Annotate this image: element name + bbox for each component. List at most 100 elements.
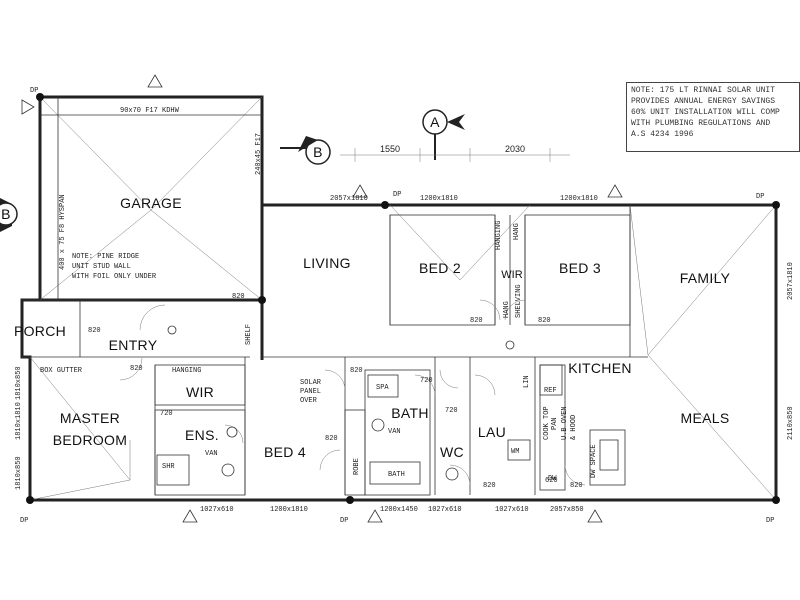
small-annotations: NOTE: PINE RIDGE UNIT STUD WALL WITH FOI…: [20, 87, 774, 525]
room-entry: ENTRY: [109, 337, 158, 353]
garage-note: UNIT STUD WALL: [72, 263, 131, 271]
shelving-label: SHELVING: [515, 284, 523, 318]
section-marker-a: A: [422, 109, 465, 160]
room-ensuite: ENS.: [185, 427, 219, 443]
downpipe-label: DP: [340, 517, 348, 525]
room-master-line2: BEDROOM: [53, 432, 127, 448]
washing-machine-label: WM: [511, 448, 519, 456]
window-markers: [21, 74, 623, 523]
door-size-label: 720: [420, 377, 433, 385]
downpipe: [381, 201, 389, 209]
linen-label: LIN: [523, 375, 531, 388]
note-line: WITH PLUMBING REGULATIONS AND: [631, 119, 771, 128]
hanging-vertical-label: HANGING: [495, 221, 503, 250]
downpipe: [258, 296, 266, 304]
hood-label: & HOOD: [570, 415, 578, 440]
door-size-label: 720: [160, 410, 173, 418]
room-family: FAMILY: [680, 270, 731, 286]
door-swings: [119, 299, 586, 486]
house-roof-lines: [29, 204, 777, 501]
window-label: 1810x850: [15, 456, 23, 490]
door-size-label: 820: [483, 482, 496, 490]
room-bed-2: BED 2: [419, 260, 461, 276]
garage-door-label: 240x45 F17: [255, 133, 263, 175]
solar-label: OVER: [300, 397, 318, 405]
room-bath: BATH: [391, 405, 429, 421]
downpipe: [772, 201, 780, 209]
window-label: 1027x610: [495, 506, 529, 514]
dimension-line: 1550 2030: [340, 144, 570, 162]
vanity-label: VAN: [205, 450, 218, 458]
room-living: LIVING: [303, 255, 351, 271]
dishwasher-label: DW: [548, 475, 557, 483]
hanging-label: HANGING: [172, 367, 201, 375]
spa-label: SPA: [376, 384, 389, 392]
downpipe: [772, 496, 780, 504]
vanity-label: VAN: [388, 428, 401, 436]
house-walls: [20, 203, 778, 502]
shower: [156, 454, 190, 486]
window-size-labels: 2057x1810 1200x1810 1200x1810 1027x610 1…: [15, 107, 795, 514]
garage-roof-lines: [39, 96, 263, 301]
window-label: 2057x1810: [330, 195, 368, 203]
cooktop-label: COOK TOP: [543, 406, 551, 440]
washing-machine: [507, 439, 531, 461]
fridge-label: REF: [544, 387, 557, 395]
note-line: NOTE: 175 LT RINNAI SOLAR UNIT: [631, 86, 776, 95]
spa: [367, 374, 399, 398]
window-label: 2110x850: [787, 406, 795, 440]
garage-beam-label: 400 x 75 F8 HYSPAN: [59, 194, 67, 270]
interior-walls: [22, 205, 648, 496]
garage-note: WITH FOIL ONLY UNDER: [72, 273, 157, 281]
dishwasher-space-label: DW SPACE: [590, 444, 598, 478]
room-master-line1: MASTER: [60, 410, 120, 426]
bathtub-label: BATH: [388, 471, 405, 479]
note-line: PROVIDES ANNUAL ENERGY SAVINGS: [631, 97, 776, 106]
window-label: 2057x850: [550, 506, 584, 514]
downpipe-label: DP: [393, 191, 401, 199]
window-label: 1810x1810: [15, 402, 23, 440]
box-gutter-label: BOX GUTTER: [40, 367, 83, 375]
downpipe-label: DP: [756, 193, 764, 201]
note-line: 60% UNIT INSTALLATION WILL COMP: [631, 108, 780, 117]
outer-walls: [20, 95, 778, 502]
section-label-b-left: B: [1, 206, 11, 222]
room-bed-4: BED 4: [264, 444, 306, 460]
window-label: 1200x1810: [270, 506, 308, 514]
window-label: 1027x610: [200, 506, 234, 514]
garage-note: NOTE: PINE RIDGE: [72, 253, 139, 261]
door-size-label: 620: [545, 477, 558, 485]
room-wc: WC: [440, 444, 464, 460]
downpipe-label: DP: [766, 517, 774, 525]
downpipe: [36, 93, 44, 101]
section-marker-b-left: B: [0, 198, 18, 232]
window-label: 2057x1810: [787, 262, 795, 300]
ensuite-basin: [226, 426, 238, 438]
dimension-2030: 2030: [505, 144, 525, 154]
bath-basin: [371, 418, 385, 432]
section-label-a: A: [430, 114, 440, 130]
oven-label: U.B OVEN: [561, 406, 569, 440]
fridge: [539, 364, 563, 396]
window-label: 1200x1810: [560, 195, 598, 203]
door-size-label: 820: [470, 317, 483, 325]
door-size-label: 820: [325, 435, 338, 443]
door-size-label: 820: [130, 365, 143, 373]
window-label: 1200x1450: [380, 506, 418, 514]
hang-label: HANG: [503, 301, 511, 318]
downpipe: [26, 496, 34, 504]
bathtub: [369, 461, 421, 485]
fixtures: [156, 325, 619, 486]
downpipe-label: DP: [20, 517, 28, 525]
ensuite-toilet: [221, 463, 235, 477]
window-label: 1200x1810: [420, 195, 458, 203]
solar-label: PANEL: [300, 388, 321, 396]
section-label-b: B: [313, 144, 323, 160]
garage-lintel-label: 90x70 F17 KDHW: [120, 107, 180, 115]
dimension-1550: 1550: [380, 144, 400, 154]
robe-label: ROBE: [353, 458, 361, 475]
hang-label: HANG: [513, 223, 521, 240]
shower-label: SHR: [162, 463, 175, 471]
section-marker-b: B: [280, 136, 331, 165]
door-size-label: 820: [538, 317, 551, 325]
